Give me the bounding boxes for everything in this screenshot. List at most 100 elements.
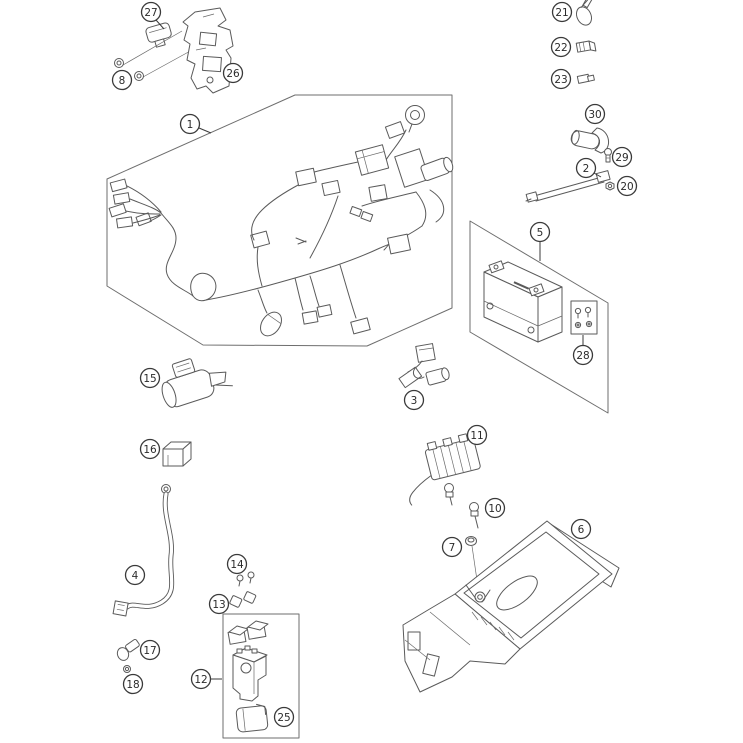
callout-circle (572, 344, 594, 366)
callout-23[interactable]: 23 (550, 68, 572, 90)
harness-upper-components (251, 105, 454, 241)
callout-number: 20 (620, 181, 633, 193)
callouts-layer: 27 8 26 1 21 22 23 30 29 2 20 5 28 3 15 16 11 10 7 6 4 14 13 12… (111, 1, 638, 728)
callout-number: 12 (194, 674, 207, 686)
callout-number: 5 (537, 227, 544, 239)
callout-5[interactable]: 5 (529, 221, 551, 262)
callout-number: 16 (143, 444, 157, 456)
callout-number: 17 (143, 645, 156, 657)
callout-21[interactable]: 21 (551, 1, 573, 23)
bracket-part-26 (182, 7, 234, 94)
fuse-cube-2 (246, 620, 269, 640)
callout-8[interactable]: 8 (111, 69, 133, 91)
callout-circle (226, 553, 248, 575)
callout-circle (222, 62, 244, 84)
callout-circle (441, 536, 463, 558)
fuse-cube-1 (227, 625, 249, 645)
nut-part-20 (605, 181, 615, 191)
callout-circle (550, 36, 572, 58)
callout-29[interactable]: 29 (611, 146, 633, 168)
callout-17[interactable]: 17 (139, 639, 161, 661)
callout-circle (529, 221, 551, 243)
callout-circle (584, 103, 606, 125)
callout-25[interactable]: 25 (273, 706, 295, 728)
cable-rod-part-2 (525, 170, 611, 203)
starter-relay-part-15 (161, 358, 233, 408)
screws-part-10 (444, 483, 479, 529)
callout-number: 7 (449, 542, 456, 554)
panel-outlines (106, 94, 609, 739)
callout-3[interactable]: 3 (403, 389, 425, 411)
callout-circle (139, 438, 161, 460)
callout-number: 14 (230, 559, 244, 571)
callout-12[interactable]: 12 (190, 668, 223, 690)
callout-number: 4 (132, 570, 139, 582)
callout-1[interactable]: 1 (179, 113, 212, 135)
callout-number: 30 (588, 109, 601, 121)
harness-left-connectors (108, 178, 162, 229)
callout-4[interactable]: 4 (124, 564, 146, 586)
screws-part-8 (114, 58, 144, 81)
callout-circle (140, 1, 162, 23)
callout-26[interactable]: 26 (222, 62, 244, 84)
screws-part-14 (236, 571, 255, 587)
callout-circle (190, 668, 212, 690)
callout-27[interactable]: 27 (140, 1, 165, 30)
clips-part-13 (229, 591, 257, 608)
callout-circle (139, 639, 161, 661)
callout-number: 3 (411, 395, 418, 407)
callout-number: 1 (187, 119, 194, 131)
callout-22[interactable]: 22 (550, 36, 572, 58)
callout-18[interactable]: 18 (122, 673, 144, 695)
callout-circle (611, 146, 633, 168)
voltage-regulator-part-11 (409, 433, 481, 506)
callout-number: 25 (277, 712, 290, 724)
callout-number: 21 (555, 7, 568, 19)
callout-circle (466, 424, 488, 446)
callout-circle (208, 593, 230, 615)
fusebox-contents (227, 620, 269, 733)
callout-14[interactable]: 14 (226, 553, 248, 575)
callout-7[interactable]: 7 (441, 536, 463, 558)
battery-panel-outline (469, 220, 609, 414)
battery-tray-part-6 (402, 520, 620, 693)
callout-10[interactable]: 10 (484, 497, 506, 519)
cover-part-25 (235, 703, 269, 733)
callout-number: 11 (470, 430, 483, 442)
callout-leader-line (198, 127, 212, 134)
callout-number: 28 (576, 350, 589, 362)
callout-30[interactable]: 30 (584, 103, 606, 125)
callout-11[interactable]: 11 (466, 424, 488, 446)
callout-circle (551, 1, 573, 23)
callout-number: 26 (226, 68, 240, 80)
callout-number: 2 (583, 163, 590, 175)
callout-28[interactable]: 28 (572, 335, 594, 366)
fusebox-panel-outline (222, 613, 300, 739)
callout-circle (484, 497, 506, 519)
callout-16[interactable]: 16 (139, 438, 161, 460)
wiring-harness-drawing (108, 105, 454, 337)
callout-15[interactable]: 15 (139, 367, 161, 389)
callout-circle (570, 518, 592, 540)
clip-part-22 (575, 40, 597, 53)
callout-20[interactable]: 20 (616, 175, 638, 197)
callout-13[interactable]: 13 (208, 593, 230, 615)
callout-6[interactable]: 6 (570, 518, 592, 540)
callout-number: 13 (212, 599, 225, 611)
harness-panel-outline (106, 94, 453, 347)
connector-part-3 (398, 343, 450, 389)
callout-circle (139, 367, 161, 389)
callout-circle (124, 564, 146, 586)
screw-part-29 (604, 148, 612, 163)
hardware-kit-part-28 (570, 300, 598, 335)
callout-leader-line (593, 172, 602, 178)
callout-2[interactable]: 2 (575, 157, 602, 179)
callout-circle (111, 69, 133, 91)
rubber-boot-part-30 (570, 127, 609, 154)
callout-circle (179, 113, 201, 135)
callout-number: 23 (554, 74, 567, 86)
callout-number: 27 (144, 7, 157, 19)
battery-part-5 (483, 260, 563, 343)
